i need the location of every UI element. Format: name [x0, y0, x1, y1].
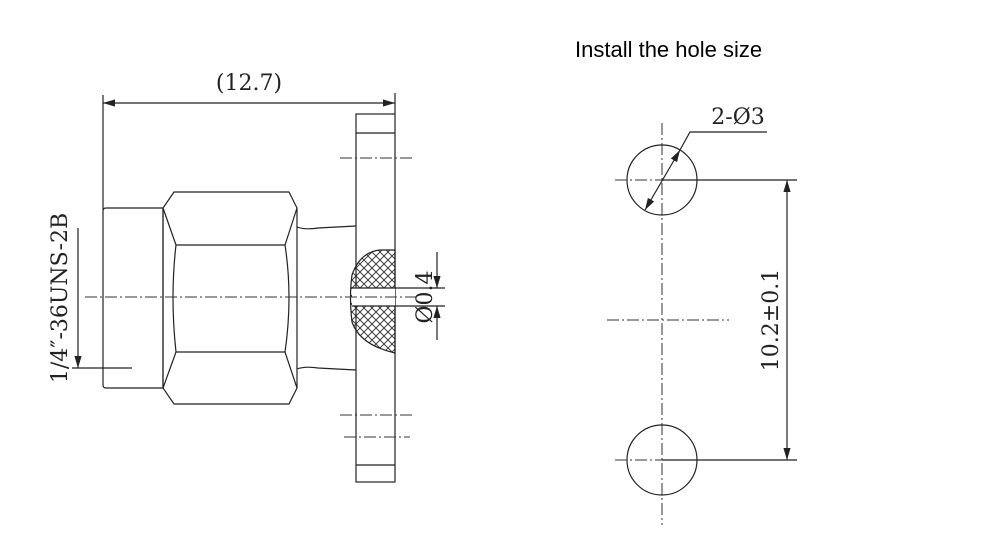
hole-diameter-dimension: 2-Ø3 — [711, 105, 764, 130]
hole-spacing-dimension: 10.2±0.1 — [759, 269, 784, 371]
thread-dimension: 1/4″-36UNS-2B — [48, 213, 73, 383]
side-view: (12.7) Ø0.4 1/4″-36UNS-2B — [48, 71, 445, 483]
hole-pattern-view: 2-Ø3 10.2±0.1 — [607, 105, 797, 525]
coupling-body — [102, 207, 164, 389]
title: Install the hole size — [575, 37, 762, 62]
length-dimension: (12.7) — [216, 71, 282, 96]
pin-diameter-dimension: Ø0.4 — [413, 270, 438, 323]
hex-nut — [162, 191, 298, 405]
